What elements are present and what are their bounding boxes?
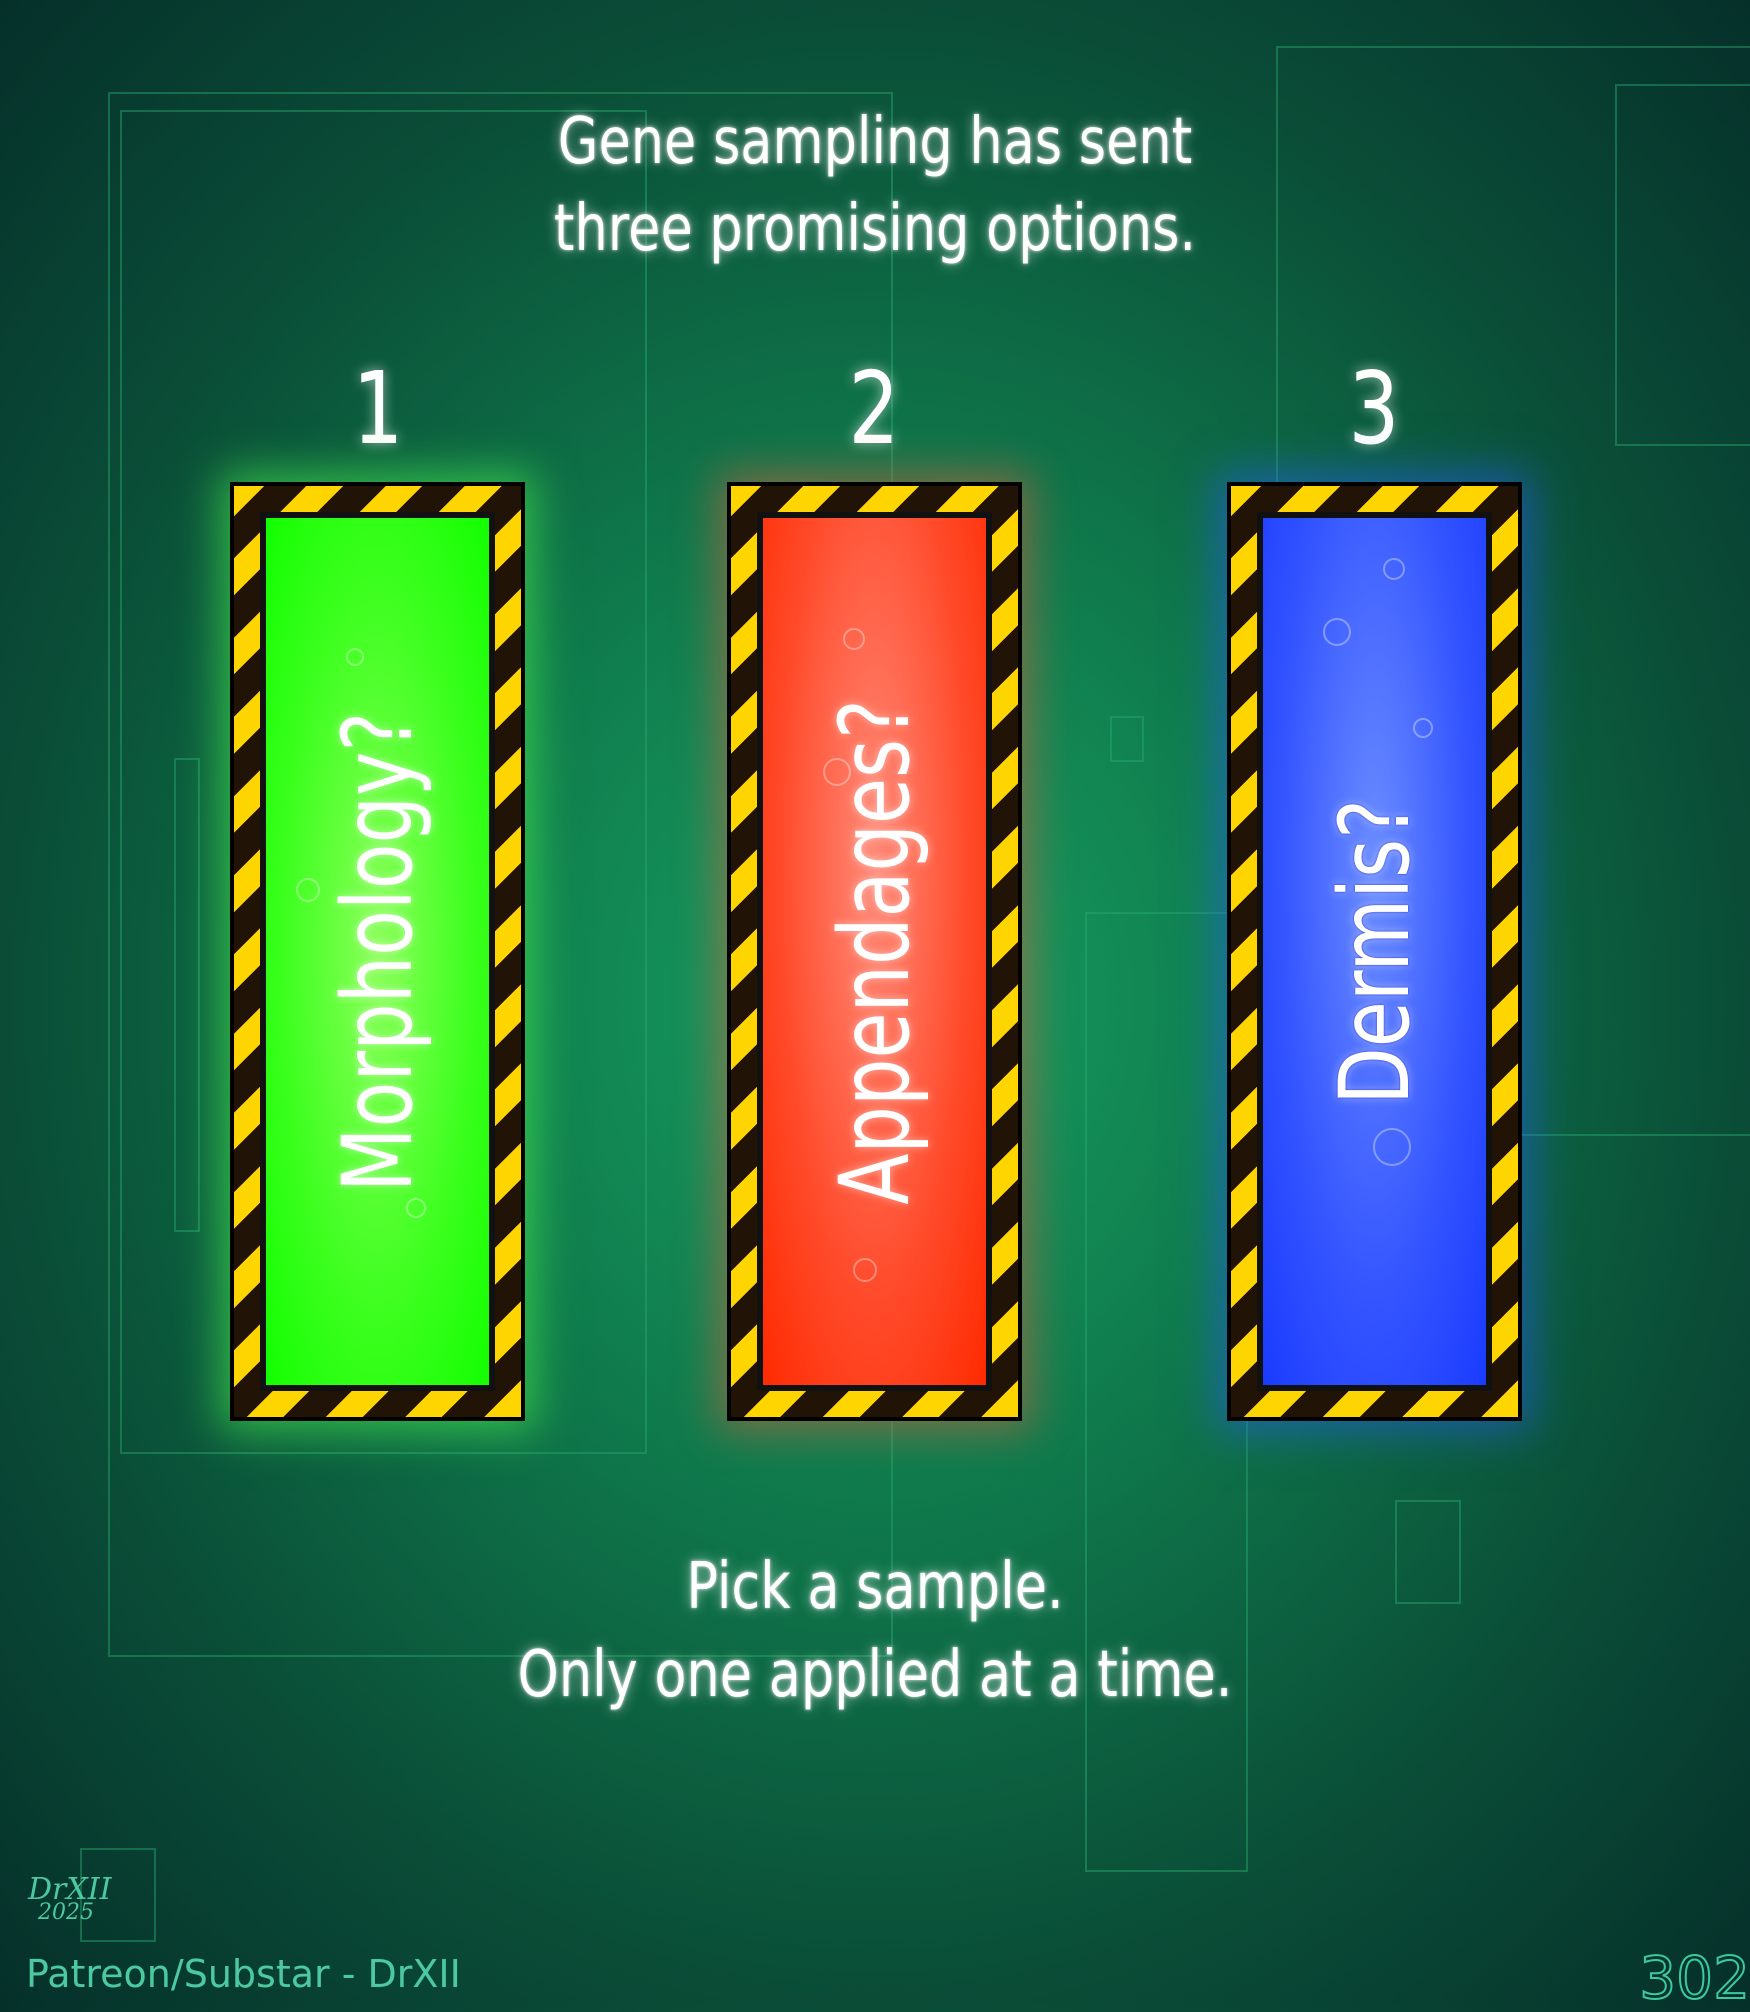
instruction-line-1: Pick a sample. (686, 1550, 1064, 1624)
bubble (1383, 558, 1405, 580)
page-number: 302 (1638, 1943, 1750, 2012)
sample-option-appendages[interactable]: Appendages? (727, 482, 1022, 1421)
bubble (1323, 618, 1351, 646)
heading-line-1: Gene sampling has sent (557, 105, 1193, 179)
sample-vial: Morphology? (260, 512, 495, 1391)
bubble (346, 648, 364, 666)
bg-frame (1395, 1500, 1461, 1604)
bg-frame (1085, 912, 1248, 1872)
bg-frame (120, 110, 647, 1454)
bubble (853, 1258, 877, 1282)
bg-frame (80, 1848, 156, 1942)
sample-vial: Dermis? (1257, 512, 1492, 1391)
bubble (406, 1198, 426, 1218)
bubble (296, 878, 320, 902)
option-number-1: 1 (352, 350, 404, 467)
bubble (1373, 1128, 1411, 1166)
option-number-3: 3 (1348, 350, 1400, 467)
sample-option-dermis[interactable]: Dermis? (1227, 482, 1522, 1421)
bubble (1413, 718, 1433, 738)
bg-frame (174, 758, 200, 1232)
sample-option-morphology[interactable]: Morphology? (230, 482, 525, 1421)
instruction-line-2: Only one applied at a time. (517, 1638, 1233, 1712)
heading-line-2: three promising options. (553, 192, 1197, 266)
bg-frame (1615, 84, 1750, 446)
bubble (843, 628, 865, 650)
option-label: Morphology? (321, 711, 434, 1192)
credit-text: Patreon/Substar - DrXII (26, 1952, 461, 1996)
signature-year: 2025 (38, 1900, 94, 1925)
sample-vial: Appendages? (757, 512, 992, 1391)
option-number-2: 2 (848, 350, 900, 467)
option-label: Dermis? (1318, 798, 1431, 1105)
bg-frame (1110, 716, 1144, 762)
option-label: Appendages? (818, 698, 931, 1205)
signature-name: DrXII (28, 1872, 112, 1907)
bubble (823, 758, 851, 786)
